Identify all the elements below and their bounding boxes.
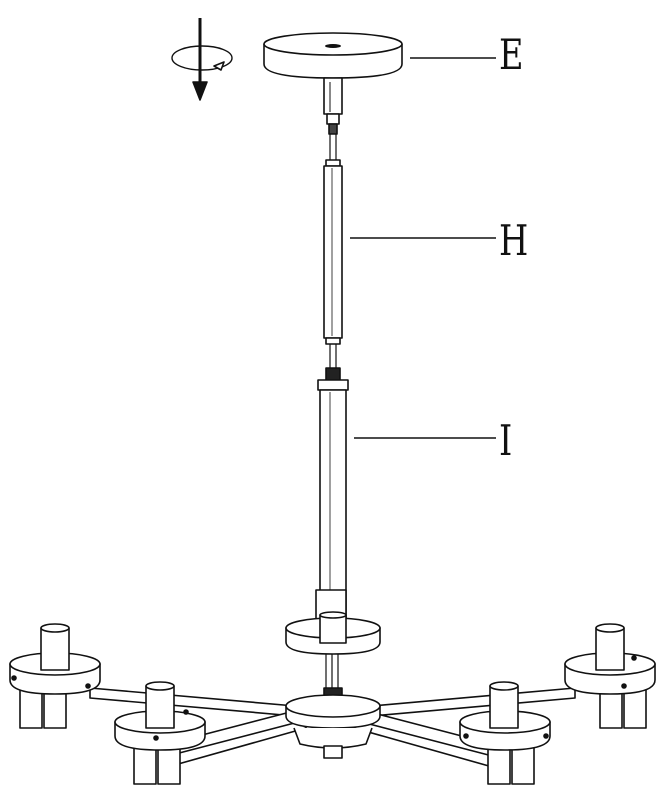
rotate-arrow-icon xyxy=(171,45,233,71)
arm-cup-front-left xyxy=(114,681,206,785)
arm-cup-front-right xyxy=(459,681,551,785)
center-body xyxy=(285,589,381,701)
arm-cup-back-right xyxy=(564,623,656,729)
hub-plate xyxy=(285,694,381,759)
label-i: I xyxy=(499,416,513,465)
rod-h xyxy=(323,159,343,368)
callout-lines xyxy=(350,57,496,439)
arm-cup-back-left xyxy=(9,623,101,729)
label-h: H xyxy=(499,216,529,265)
canopy-e xyxy=(263,32,403,162)
label-e: E xyxy=(499,30,524,79)
down-arrow-icon xyxy=(192,18,208,101)
